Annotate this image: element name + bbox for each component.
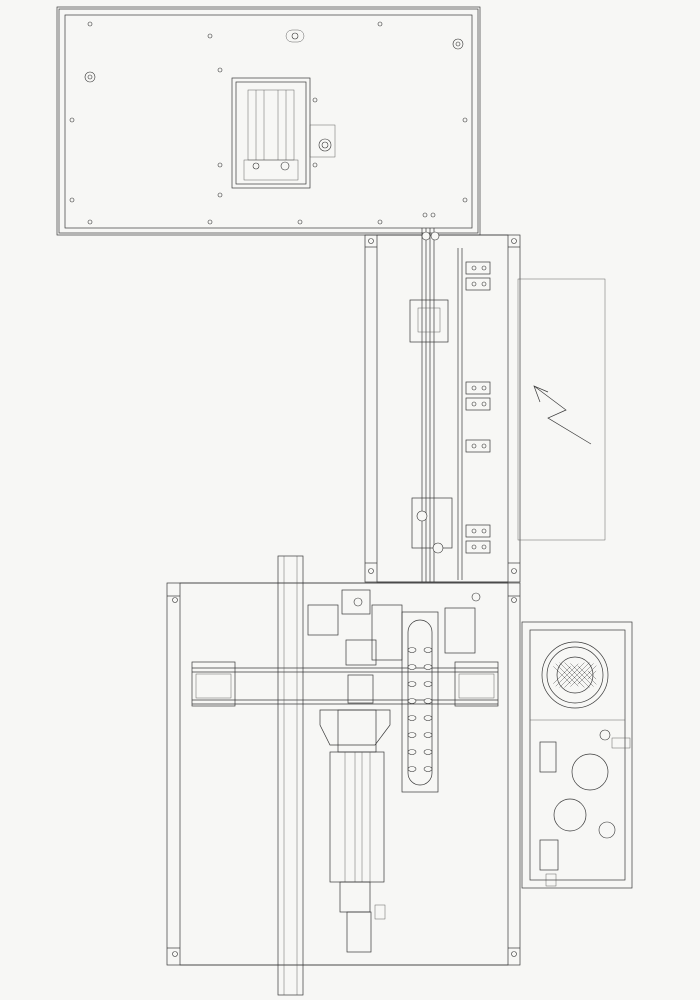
chain-link [407, 681, 417, 687]
mounting-hole [217, 192, 223, 198]
mounting-hole [207, 219, 213, 225]
mounting-hole [312, 162, 318, 168]
chain-link [407, 664, 417, 670]
chain-conveyor [401, 611, 439, 793]
bracket [465, 524, 491, 538]
chain-link [407, 766, 417, 772]
chain-link [423, 749, 433, 755]
chain-link [407, 732, 417, 738]
chain-link [407, 698, 417, 704]
mounting-hole [217, 162, 223, 168]
chain-link [423, 681, 433, 687]
control-cabinet-panel [56, 6, 481, 236]
mounting-hole [207, 33, 213, 39]
chain-link [423, 698, 433, 704]
bracket [465, 540, 491, 554]
motor-unit [521, 621, 633, 889]
mounting-hole [377, 219, 383, 225]
chain-link [423, 766, 433, 772]
chain-link [407, 749, 417, 755]
mounting-hole [69, 117, 75, 123]
fan-grille [553, 662, 597, 688]
mounting-hole [69, 197, 75, 203]
bracket [465, 261, 491, 275]
bracket [465, 439, 491, 453]
vertical-rail [277, 555, 304, 996]
chain-link [407, 715, 417, 721]
main-base-plate [166, 582, 521, 966]
lightning-icon [533, 385, 592, 445]
chain-link [423, 732, 433, 738]
mounting-hole [297, 219, 303, 225]
mounting-hole [422, 212, 428, 218]
mounting-hole [462, 197, 468, 203]
bracket [465, 381, 491, 395]
bracket [465, 277, 491, 291]
chain-link [423, 715, 433, 721]
bracket [465, 397, 491, 411]
mounting-hole [462, 117, 468, 123]
upper-feed-plate [364, 228, 521, 583]
electrical-box [517, 278, 606, 541]
lift-cylinder [329, 709, 386, 953]
mounting-hole [312, 97, 318, 103]
chain-link [407, 647, 417, 653]
mounting-hole [87, 219, 93, 225]
chain-link [423, 647, 433, 653]
panel-module [231, 77, 336, 189]
chain-link [423, 664, 433, 670]
mounting-hole [377, 21, 383, 27]
mounting-hole [217, 67, 223, 73]
mounting-hole [430, 212, 436, 218]
mounting-hole [87, 21, 93, 27]
